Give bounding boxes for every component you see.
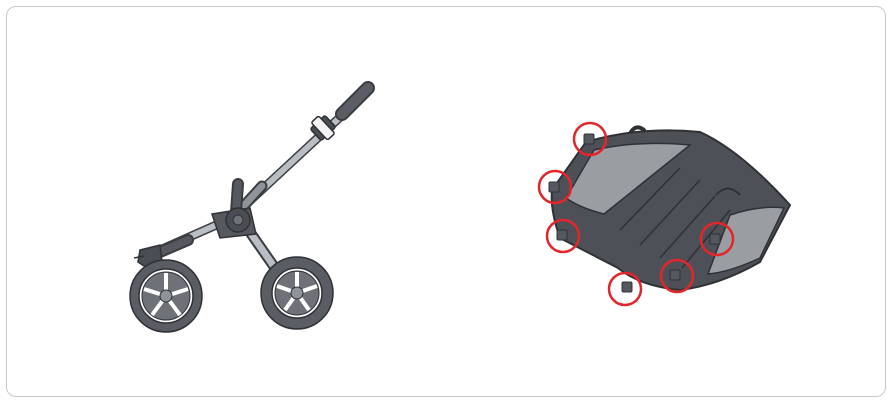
underseat-basket (549, 127, 790, 292)
